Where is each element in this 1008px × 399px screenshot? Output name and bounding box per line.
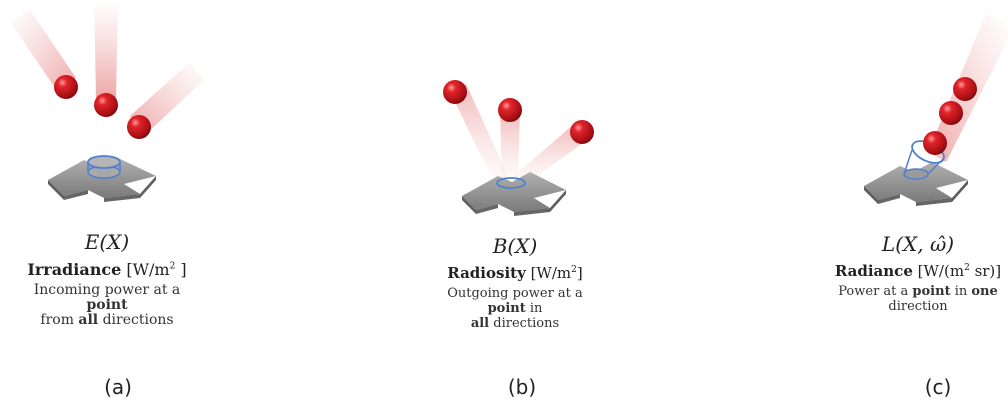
irradiance-description: Incoming power at a point from all direc… (22, 283, 192, 328)
irradiance-title: Irradiance [W/m2 ] (27, 260, 187, 279)
desc-line: direction (888, 299, 948, 314)
panel-c-text: L(X, ω̂) Radiance [W/(m2 sr)] Power at a… (828, 232, 1008, 314)
panel-b-illustration (443, 80, 594, 216)
outgoing-beam-right (514, 124, 590, 184)
photon-sphere-3 (127, 115, 151, 139)
panel-a-text: E(X) Irradiance [W/m2 ] Incoming power a… (22, 230, 192, 328)
outgoing-beam-left (452, 84, 508, 182)
desc-line: Power at a point in one (838, 284, 998, 299)
incoming-beam-left (10, 10, 76, 92)
radiosity-symbol: B(X) (492, 234, 538, 258)
surface-plate-icon (48, 155, 156, 202)
radiance-title: Radiance [W/(m2 sr)] (834, 262, 1002, 280)
desc-line: Incoming power at a point (33, 282, 181, 313)
incoming-beam-right (130, 62, 204, 134)
photon-sphere-1 (54, 75, 78, 99)
desc-line: all directions (470, 316, 560, 331)
panel-b-text: B(X) Radiosity [W/m2] Outgoing power at … (430, 234, 600, 331)
incoming-beam-center (94, 0, 118, 98)
radiance-description: Power at a point in one direction (828, 284, 1008, 314)
photon-sphere-1 (443, 80, 467, 104)
surface-plate-icon (864, 140, 968, 206)
photon-sphere-2 (939, 101, 963, 125)
desc-line: Outgoing power at a point in (447, 286, 583, 316)
photon-sphere-1 (953, 77, 977, 101)
photon-sphere-2 (94, 93, 118, 117)
irradiance-symbol: E(X) (84, 230, 130, 254)
photon-sphere-3 (570, 120, 594, 144)
caption-b: (b) (507, 375, 537, 399)
caption-c: (c) (924, 375, 952, 399)
desc-line: from all directions (40, 312, 174, 328)
photon-sphere-2 (498, 98, 522, 122)
radiance-symbol: L(X, ω̂) (881, 232, 955, 256)
radiosity-title: Radiosity [W/m2] (447, 264, 583, 282)
panel-c-illustration (864, 14, 1008, 206)
outgoing-beam-center (500, 110, 520, 180)
radiosity-description: Outgoing power at a point in all directi… (430, 286, 600, 331)
panel-a-illustration (10, 0, 204, 202)
surface-plate-icon (462, 172, 566, 216)
caption-a: (a) (104, 375, 132, 399)
photon-sphere-3 (923, 131, 947, 155)
